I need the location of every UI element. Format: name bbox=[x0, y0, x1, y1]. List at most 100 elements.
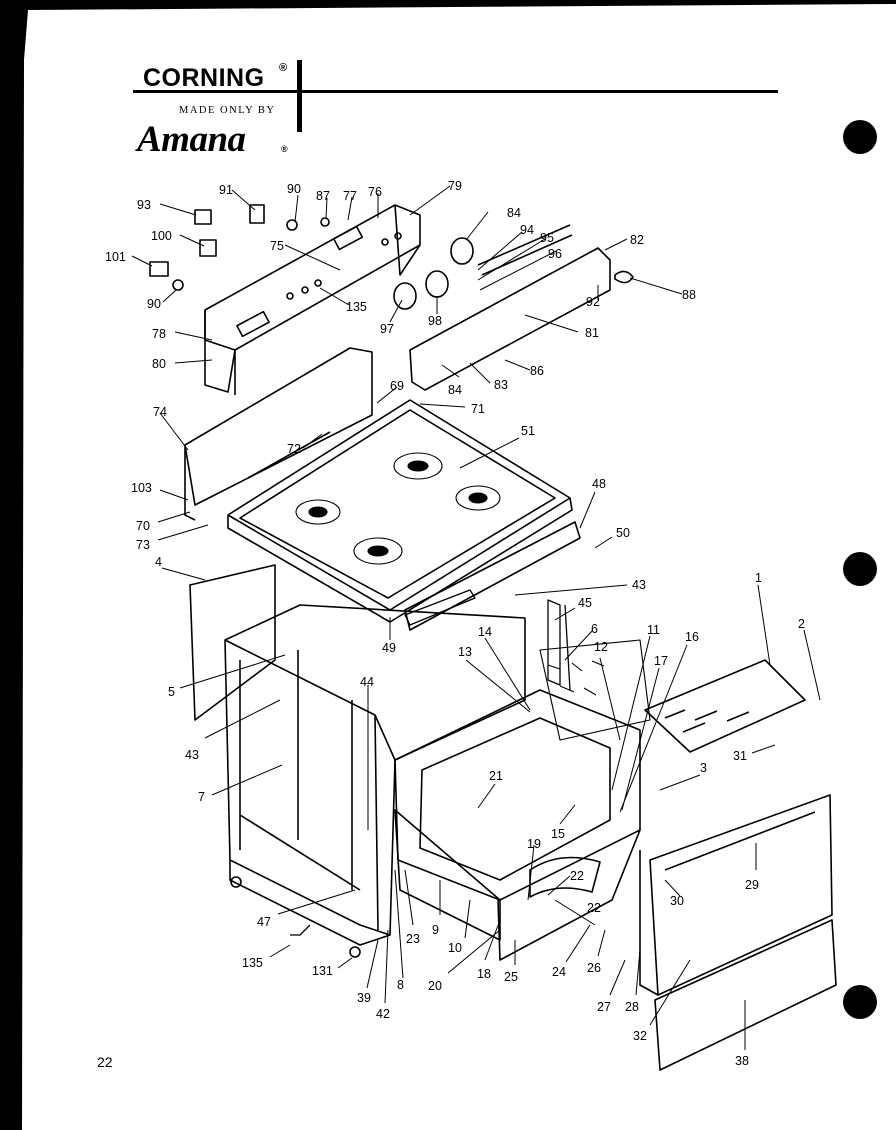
callout: 26 bbox=[587, 961, 601, 975]
callout: 71 bbox=[471, 402, 485, 416]
callout: 96 bbox=[548, 247, 562, 261]
binder-hole-mark-bottom bbox=[843, 985, 877, 1019]
callout: 103 bbox=[131, 481, 152, 495]
callout: 6 bbox=[591, 622, 598, 636]
callout: 92 bbox=[586, 295, 600, 309]
callout: 94 bbox=[520, 223, 534, 237]
callout: 1 bbox=[755, 571, 762, 585]
callout: 87 bbox=[316, 189, 330, 203]
header-rule bbox=[133, 90, 778, 93]
callout: 70 bbox=[136, 519, 150, 533]
callout: 82 bbox=[630, 233, 644, 247]
callout: 72 bbox=[287, 442, 301, 456]
drawer-panel-38 bbox=[654, 919, 837, 1071]
callout: 90 bbox=[287, 182, 301, 196]
callout-labels: 1 2 3 4 5 6 7 8 9 10 11 12 13 14 15 16 1… bbox=[105, 179, 805, 1068]
callout: 5 bbox=[168, 685, 175, 699]
callout: 39 bbox=[357, 991, 371, 1005]
callout: 21 bbox=[489, 769, 503, 783]
callout: 91 bbox=[219, 183, 233, 197]
callout: 28 bbox=[625, 1000, 639, 1014]
oven-cavity bbox=[394, 689, 641, 961]
left-side-panel-4 bbox=[189, 564, 276, 721]
brand-header: CORNING ® MADE ONLY BY Amana ® bbox=[133, 60, 778, 160]
page-number: 22 bbox=[97, 1054, 113, 1070]
callout: 84 bbox=[448, 383, 462, 397]
callout: 95 bbox=[540, 231, 554, 245]
callout: 44 bbox=[360, 675, 374, 689]
callout: 38 bbox=[735, 1054, 749, 1068]
callout: 22 bbox=[587, 901, 601, 915]
callout: 27 bbox=[597, 1000, 611, 1014]
callout: 43 bbox=[185, 748, 199, 762]
callout: 78 bbox=[152, 327, 166, 341]
callout: 13 bbox=[458, 645, 472, 659]
callout: 29 bbox=[745, 878, 759, 892]
callout: 135 bbox=[242, 956, 263, 970]
callout: 8 bbox=[397, 978, 404, 992]
callout: 10 bbox=[448, 941, 462, 955]
callout: 31 bbox=[733, 749, 747, 763]
brand-logo-corning: CORNING bbox=[143, 64, 265, 92]
callout: 16 bbox=[685, 630, 699, 644]
binder-hole-mark-middle bbox=[843, 552, 877, 586]
callout: 47 bbox=[257, 915, 271, 929]
callout: 24 bbox=[552, 965, 566, 979]
callout: 97 bbox=[380, 322, 394, 336]
callout: 84 bbox=[507, 206, 521, 220]
control-panel-part bbox=[204, 204, 421, 395]
callout: 11 bbox=[647, 623, 660, 637]
cooktop-burners bbox=[295, 452, 501, 565]
callout: 14 bbox=[478, 625, 492, 639]
callout: 74 bbox=[153, 405, 167, 419]
callout: 4 bbox=[155, 555, 162, 569]
callout: 20 bbox=[428, 979, 442, 993]
callout: 19 bbox=[527, 837, 541, 851]
callout: 3 bbox=[700, 761, 707, 775]
callout: 73 bbox=[136, 538, 150, 552]
callout: 101 bbox=[105, 250, 126, 264]
callout: 93 bbox=[137, 198, 151, 212]
callout: 22 bbox=[570, 869, 584, 883]
side-panel-74 bbox=[184, 347, 373, 521]
insulation-blanket bbox=[539, 639, 651, 741]
callout: 79 bbox=[448, 179, 462, 193]
callout: 32 bbox=[633, 1029, 647, 1043]
switch-components bbox=[149, 204, 330, 291]
callout: 81 bbox=[585, 326, 599, 340]
callout: 17 bbox=[654, 654, 668, 668]
callout: 100 bbox=[151, 229, 172, 243]
registered-mark: ® bbox=[279, 62, 288, 74]
callout: 30 bbox=[670, 894, 684, 908]
rails-and-brackets bbox=[290, 589, 571, 936]
callout: 50 bbox=[616, 526, 630, 540]
callout: 42 bbox=[376, 1007, 390, 1021]
callout: 23 bbox=[406, 932, 420, 946]
callout: 2 bbox=[798, 617, 805, 631]
made-only-by-label: MADE ONLY BY bbox=[179, 105, 276, 116]
callout: 45 bbox=[578, 596, 592, 610]
callout: 43 bbox=[632, 578, 646, 592]
callout: 90 bbox=[147, 297, 161, 311]
callout: 77 bbox=[343, 189, 357, 203]
callout: 25 bbox=[504, 970, 518, 984]
binder-hole-mark-top bbox=[843, 120, 877, 154]
callout: 18 bbox=[477, 967, 491, 981]
callout: 131 bbox=[312, 964, 333, 978]
callout: 12 bbox=[594, 640, 608, 654]
callout: 48 bbox=[592, 477, 606, 491]
callout: 7 bbox=[198, 790, 205, 804]
callout: 15 bbox=[551, 827, 565, 841]
oven-door bbox=[639, 794, 833, 996]
callout: 80 bbox=[152, 357, 166, 371]
cabinet-body bbox=[224, 604, 526, 958]
callout: 49 bbox=[382, 641, 396, 655]
callout: 51 bbox=[521, 424, 535, 438]
callout: 9 bbox=[432, 923, 439, 937]
header-divider bbox=[297, 60, 302, 132]
callout-leaders bbox=[131, 185, 821, 1050]
brand-logo-amana: Amana bbox=[137, 119, 246, 160]
callout: 76 bbox=[368, 185, 382, 199]
